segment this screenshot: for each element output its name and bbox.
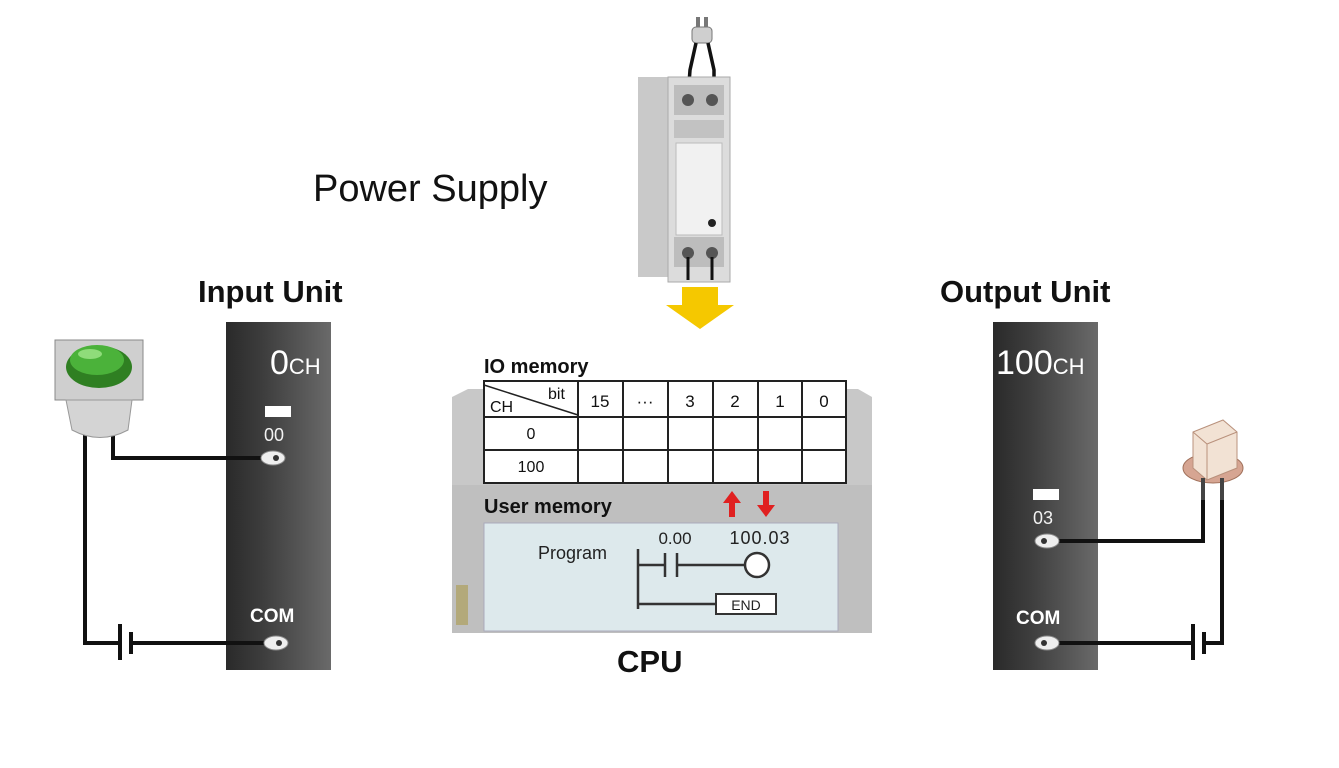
table-corner-ch: CH [490,399,513,416]
program-label: Program [538,543,607,563]
output-terminal-03-icon [1034,533,1060,549]
cpu-module: IO memory bit CH 15 ··· 3 2 1 0 0 100 Us… [452,356,872,633]
input-terminal-com-icon [263,635,289,651]
input-battery-icon [118,624,133,660]
bit-header: 0 [819,392,828,411]
push-button-switch-icon [54,339,144,438]
bit-header: 1 [775,392,784,411]
data-exchange-arrows-icon [723,491,775,517]
contact-address: 0.00 [658,529,691,548]
output-indicator-led [1033,489,1059,500]
row-header: 0 [527,426,536,443]
output-com-label: COM [1016,608,1061,629]
input-terminal-00-icon [260,450,286,466]
table-corner-bit: bit [548,386,565,403]
bit-header: ··· [637,392,654,411]
bit-header: 2 [730,392,739,411]
ladder-rungs [636,549,771,609]
io-memory-label: IO memory [484,356,589,378]
bit-header: 15 [591,392,610,411]
input-com-label: COM [250,606,295,627]
power-supply-label: Power Supply [313,168,548,210]
bit-header: 3 [685,392,694,411]
output-channel-suffix: CH [1052,354,1085,379]
input-channel-suffix: CH [288,354,321,379]
input-indicator-led [265,406,291,417]
output-terminal-label: 03 [1033,508,1054,528]
end-instruction: END [715,593,777,615]
output-lamp-icon [1182,419,1244,500]
power-supply-device [638,17,734,329]
cpu-label: CPU [617,644,683,679]
input-unit-title: Input Unit [198,274,343,309]
io-memory-table: bit CH 15 ··· 3 2 1 0 0 100 [483,380,847,484]
row-header: 100 [518,459,545,476]
output-terminal-com-icon [1034,635,1060,651]
output-unit-title: Output Unit [940,274,1111,309]
coil-address: 100.03 [729,528,790,548]
input-channel-label: 0CH [270,344,321,383]
power-flow-arrow-icon [666,287,734,329]
program-panel [483,522,839,632]
user-memory-label: User memory [484,496,613,518]
input-channel-number: 0 [270,344,289,382]
input-terminal-label: 00 [264,425,285,445]
end-label: END [731,597,761,613]
input-unit-panel [226,322,331,670]
output-channel-number: 100 [996,344,1053,382]
output-channel-label: 100CH [996,344,1085,383]
output-battery-icon [1191,624,1206,660]
